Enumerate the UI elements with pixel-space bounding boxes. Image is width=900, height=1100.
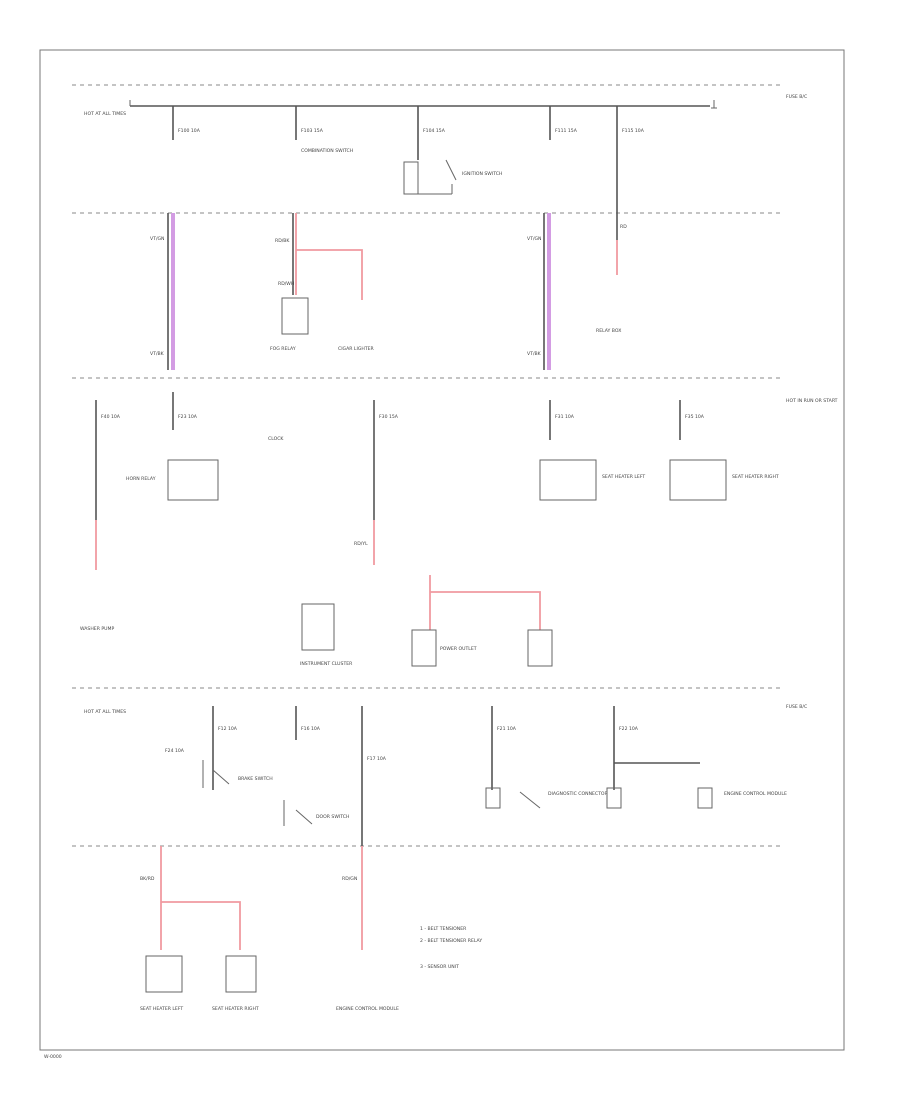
ecu-box bbox=[606, 787, 622, 809]
fuse-label-f11: F12 10A bbox=[218, 726, 238, 732]
diag-connector-box bbox=[485, 787, 501, 809]
seat-heater-right-box bbox=[669, 459, 727, 501]
legend-line-3: 3 - SENSOR UNIT bbox=[420, 964, 459, 970]
wire-label-w5: RD bbox=[620, 224, 627, 230]
seat-heater-right-element bbox=[225, 955, 257, 993]
diag-switch-contact bbox=[519, 791, 541, 809]
fuse-label-f2: F103 15A bbox=[301, 128, 324, 134]
legend-line-2: 2 - BELT TENSIONER RELAY bbox=[420, 938, 482, 944]
red-branch-1 bbox=[296, 249, 363, 300]
seat-heater-left-box bbox=[539, 459, 597, 501]
wire-label-w1: RD/BK bbox=[275, 238, 290, 244]
component-label-clock: CLOCK bbox=[268, 436, 284, 442]
component-label-cigar-lighter: CIGAR LIGHTER bbox=[338, 346, 375, 352]
fuse-label-f5: F115 10A bbox=[622, 128, 645, 134]
component-label-seat-heater-l: SEAT HEATER LEFT bbox=[602, 474, 645, 480]
bus-label-4-left: HOT AT ALL TIMES bbox=[84, 709, 126, 715]
red-branch-row5 bbox=[161, 901, 241, 950]
switch-contact-icon bbox=[418, 159, 457, 195]
wire-label-w3b: VT/GN bbox=[527, 236, 542, 242]
component-label-ignition-switch: IGNITION SWITCH bbox=[462, 171, 502, 177]
component-label-seat-heater-r-row5: SEAT HEATER RIGHT bbox=[212, 1006, 259, 1012]
fuse-label-f9: F31 10A bbox=[555, 414, 575, 420]
wire-label-w3: VT/GN bbox=[150, 236, 165, 242]
bus-label-4-right: FUSE B/C bbox=[786, 704, 807, 710]
component-label-seat-heater-r: SEAT HEATER RIGHT bbox=[732, 474, 779, 480]
ignition-switch-box bbox=[403, 161, 419, 195]
component-label-horn-relay: HORN RELAY bbox=[126, 476, 156, 482]
instrument-cluster-box bbox=[301, 603, 335, 651]
diagram-frame bbox=[39, 49, 845, 1051]
wire-label-w2: RD/WH bbox=[278, 281, 294, 287]
ground-icon bbox=[129, 100, 717, 109]
fuse-label-f7: F23 10A bbox=[178, 414, 198, 420]
fuse-label-f16: F24 10A bbox=[165, 748, 185, 754]
bus-label-1-left: HOT AT ALL TIMES bbox=[84, 111, 126, 117]
fuse-label-f3: F104 15A bbox=[423, 128, 446, 134]
bus-label-1-right: FUSE B/C bbox=[786, 94, 807, 100]
wire-label-w6: RD/YL bbox=[354, 541, 368, 547]
wire-label-w4: VT/BK bbox=[150, 351, 165, 357]
diagram-code: W-0000 bbox=[44, 1054, 62, 1060]
red-branch-2 bbox=[430, 591, 541, 630]
fuse-label-f4: F111 15A bbox=[555, 128, 578, 134]
component-label-door-switch: DOOR SWITCH bbox=[316, 814, 349, 820]
legend-line-1: 1 - BELT TENSIONER bbox=[420, 926, 467, 932]
door-switch-contact bbox=[283, 800, 313, 826]
fuse-label-f8: F30 15A bbox=[379, 414, 399, 420]
seat-heater-left-element bbox=[145, 955, 183, 993]
fog-relay-box bbox=[281, 297, 309, 335]
fuse-label-f13: F17 10A bbox=[367, 756, 387, 762]
fuse-label-f6: F40 10A bbox=[101, 414, 121, 420]
fuse-label-f12: F16 10A bbox=[301, 726, 321, 732]
component-label-instrument-cluster: INSTRUMENT CLUSTER bbox=[300, 661, 353, 667]
component-label-ecu-row5: ENGINE CONTROL MODULE bbox=[336, 1006, 399, 1012]
component-label-diag-connector: DIAGNOSTIC CONNECTOR bbox=[548, 791, 609, 797]
fuse-label-f15: F22 10A bbox=[619, 726, 639, 732]
component-label-seat-heater-l-row5: SEAT HEATER LEFT bbox=[140, 1006, 183, 1012]
fuse-label-f14: F21 10A bbox=[497, 726, 517, 732]
fuse-label-f10: F35 10A bbox=[685, 414, 705, 420]
component-label-power-outlet: POWER OUTLET bbox=[440, 646, 477, 652]
component-label-ecu: ENGINE CONTROL MODULE bbox=[724, 791, 787, 797]
wire-label-w7: BK/RD bbox=[140, 876, 155, 882]
wire-label-w8: RD/GN bbox=[342, 876, 357, 882]
power-outlet-box-1 bbox=[411, 629, 437, 667]
component-label-washer-pump: WASHER PUMP bbox=[80, 626, 114, 632]
bus-label-3-right: HOT IN RUN OR START bbox=[786, 398, 838, 404]
horn-relay-box bbox=[167, 459, 219, 501]
wire-label-w4b: VT/BK bbox=[527, 351, 542, 357]
ecu-box-2 bbox=[697, 787, 713, 809]
component-label-fog-relay: FOG RELAY bbox=[270, 346, 296, 352]
component-label-brake-switch: BRAKE SWITCH bbox=[238, 776, 273, 782]
fuse-label-f1: F100 10A bbox=[178, 128, 201, 134]
power-outlet-box-2 bbox=[527, 629, 553, 667]
component-label-combination-switch: COMBINATION SWITCH bbox=[301, 148, 353, 154]
brake-switch-contact bbox=[202, 760, 230, 788]
component-label-relay-box: RELAY BOX bbox=[596, 328, 621, 334]
